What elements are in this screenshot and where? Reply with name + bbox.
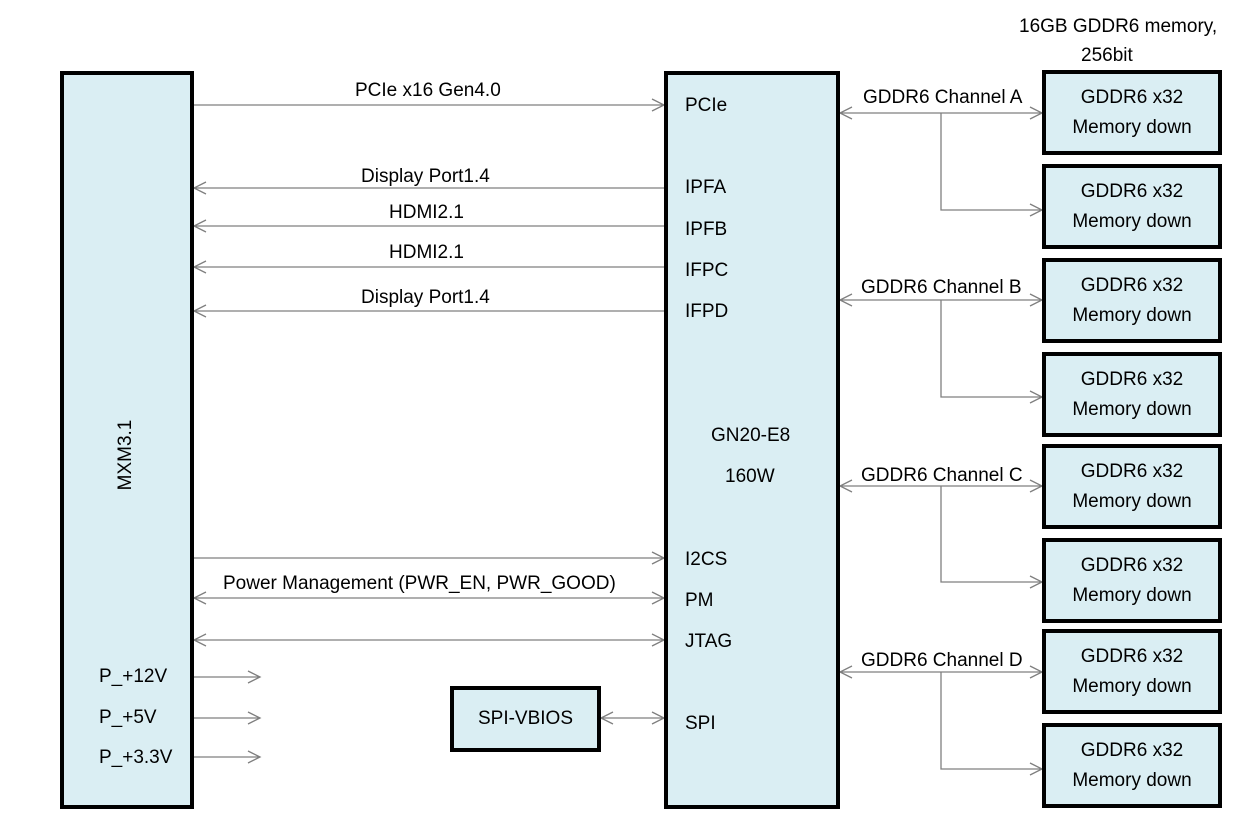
rail-3v3-label: P_+3.3V (99, 747, 173, 768)
memory-chip-type: GDDR6 x32 (1080, 554, 1184, 576)
rail-5v-label: P_+5V (99, 707, 157, 728)
dp2-link-arrow (192, 304, 207, 318)
memory-chip-desc: Memory down (1072, 398, 1192, 420)
spi-vbios-label: SPI-VBIOS (477, 708, 574, 729)
gpu-port-jtag: JTAG (685, 631, 733, 652)
power-management-label: Power Management (PWR_EN, PWR_GOOD) (223, 573, 616, 594)
gpu-chip (664, 71, 840, 809)
gpu-power: 160W (725, 466, 775, 487)
channel-c-branch (940, 486, 1042, 583)
memory-chip-type: GDDR6 x32 (1080, 274, 1184, 296)
gpu-name: GN20-E8 (711, 425, 791, 446)
memory-chip-type: GDDR6 x32 (1080, 86, 1184, 108)
memory-chip: GDDR6 x32 Memory down (1042, 723, 1222, 808)
memory-chip-type: GDDR6 x32 (1080, 739, 1184, 761)
gpu-port-ifpc: IFPC (685, 260, 729, 281)
hdmi2-link-label: HDMI2.1 (389, 242, 464, 263)
pm-link-arrow-left (192, 591, 207, 605)
channel-d-label: GDDR6 Channel D (861, 650, 1023, 671)
memory-chip: GDDR6 x32 Memory down (1042, 629, 1222, 714)
memory-chip: GDDR6 x32 Memory down (1042, 538, 1222, 623)
memory-chip-type: GDDR6 x32 (1080, 368, 1184, 390)
gpu-port-i2cs: I2CS (685, 549, 728, 570)
channel-b-label: GDDR6 Channel B (861, 277, 1022, 298)
channel-c-label: GDDR6 Channel C (861, 465, 1023, 486)
mxm-module (60, 71, 194, 809)
memory-header-line2: 256bit (1081, 45, 1133, 66)
memory-chip-desc: Memory down (1072, 584, 1192, 606)
memory-chip-type: GDDR6 x32 (1080, 460, 1184, 482)
memory-chip-desc: Memory down (1072, 769, 1192, 791)
hdmi1-link-label: HDMI2.1 (389, 202, 464, 223)
gpu-port-pcie: PCIe (685, 95, 728, 116)
gpu-port-ipfa: IPFA (685, 177, 727, 198)
memory-chip-type: GDDR6 x32 (1080, 180, 1184, 202)
channel-b-branch (940, 300, 1042, 398)
memory-chip: GDDR6 x32 Memory down (1042, 352, 1222, 437)
mxm-label: MXM3.1 (115, 419, 136, 491)
memory-chip-desc: Memory down (1072, 490, 1192, 512)
memory-chip: GDDR6 x32 Memory down (1042, 258, 1222, 343)
spi-vbios-chip: SPI-VBIOS (450, 686, 601, 752)
channel-d-branch (940, 672, 1042, 770)
hdmi1-link-arrow (192, 219, 207, 233)
pcie-link-label: PCIe x16 Gen4.0 (355, 80, 501, 101)
spi-link-arrow-left (599, 711, 614, 725)
dp1-link-arrow (192, 181, 207, 195)
channel-a-label: GDDR6 Channel A (863, 87, 1023, 108)
channel-a-branch (940, 113, 1042, 211)
hdmi2-link-arrow (192, 260, 207, 274)
jtag-link-arrow-left (192, 633, 207, 647)
rail-12v-label: P_+12V (99, 666, 168, 687)
memory-chip: GDDR6 x32 Memory down (1042, 164, 1222, 249)
dp2-link-label: Display Port1.4 (361, 287, 490, 308)
gpu-port-spi: SPI (685, 713, 716, 734)
memory-chip-desc: Memory down (1072, 210, 1192, 232)
gpu-port-ifpd: IFPD (685, 301, 729, 322)
memory-chip: GDDR6 x32 Memory down (1042, 70, 1222, 155)
memory-chip-type: GDDR6 x32 (1080, 645, 1184, 667)
memory-chip-desc: Memory down (1072, 116, 1192, 138)
memory-header-line1: 16GB GDDR6 memory, (1019, 16, 1218, 37)
memory-chip-desc: Memory down (1072, 675, 1192, 697)
dp1-link-label: Display Port1.4 (361, 166, 490, 187)
gpu-port-pm: PM (685, 590, 714, 611)
memory-chip-desc: Memory down (1072, 304, 1192, 326)
memory-chip: GDDR6 x32 Memory down (1042, 444, 1222, 529)
gpu-port-ipfb: IPFB (685, 219, 728, 240)
